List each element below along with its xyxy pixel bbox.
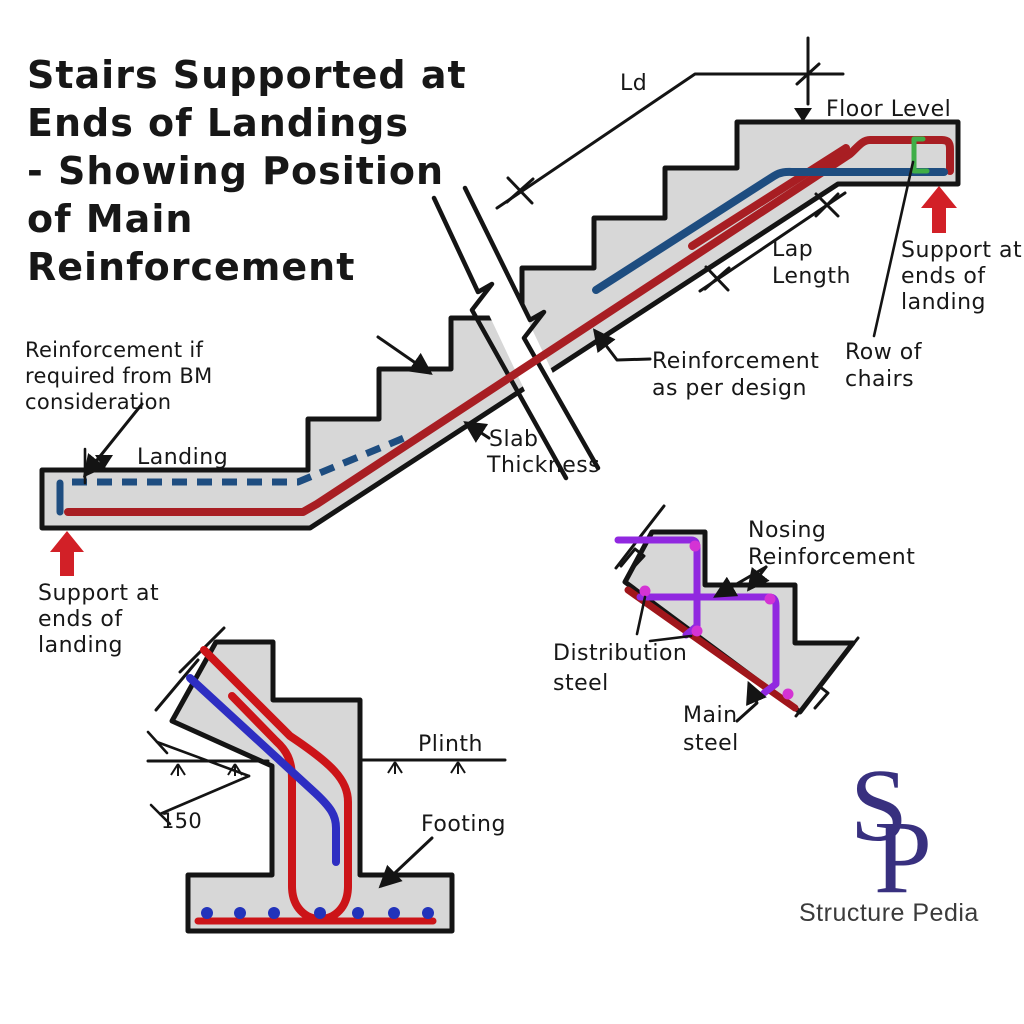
footing-distribution-dots (201, 907, 434, 919)
slab-thickness-label-2: Thickness (486, 453, 600, 478)
lap-cross-mark-2 (814, 192, 840, 218)
title-line-4: of Main (27, 197, 193, 241)
main-stair-section: Ld Floor Level Lap Length Slab Thickness… (25, 36, 1022, 658)
plinth-label: Plinth (418, 732, 483, 757)
bm-reinforcement-label-2: required from BM (25, 364, 213, 388)
ld-cross-mark (505, 176, 535, 205)
top-bar-blue (592, 167, 948, 294)
bm-bar-blue-dashed (72, 434, 406, 486)
main-steel-leader (735, 680, 767, 723)
logo-letter-s: S (850, 748, 908, 863)
nosing-detail: Nosing Reinforcement Distribution steel … (553, 504, 915, 756)
support-arrow-right (921, 186, 957, 233)
chair-bar-green (911, 136, 930, 174)
distribution-steel-dots (639, 540, 794, 700)
nosing-cut-zigzag-topleft (619, 547, 646, 572)
distribution-leader-1 (635, 595, 647, 636)
lap-cross-mark-1 (703, 265, 731, 292)
support-left-label-3: landing (38, 633, 123, 658)
footing-detail: Plinth 150 Footing (146, 626, 507, 934)
row-of-chairs-label-1: Row of (845, 340, 923, 365)
support-left-label-2: ends of (38, 607, 123, 632)
break-line-right (462, 185, 601, 471)
dim-150-label: 150 (161, 809, 202, 833)
bm-reinforcement-leader (82, 402, 144, 478)
ld-tick (795, 62, 821, 86)
title-line-5: Reinforcement (27, 245, 355, 289)
footing-leader (378, 836, 434, 889)
slab-thickness-label-1: Slab (489, 427, 539, 452)
ld-dimension-line (495, 72, 845, 210)
dim-150-line-1 (155, 740, 251, 778)
main-steel-label-1: Main (683, 703, 738, 728)
flight-break-gap (434, 188, 598, 478)
ground-hatch-marks (170, 761, 466, 776)
break-line-left (431, 195, 569, 481)
dim-150-tick-2 (149, 803, 172, 826)
title-block: Stairs Supported at Ends of Landings - S… (27, 53, 467, 289)
footing-bar-blue (186, 674, 340, 866)
bm-reinforcement-label-1: Reinforcement if (25, 338, 204, 362)
logo-brand-name: Structure Pedia (799, 899, 979, 927)
distribution-label-1: Distribution (553, 641, 687, 666)
floor-level-marker (794, 108, 812, 122)
dim-150-line-2 (158, 774, 251, 816)
distribution-label-2: steel (553, 671, 609, 696)
logo-letter-p: P (874, 800, 932, 915)
nosing-leader-2 (746, 565, 770, 592)
title-line-1: Stairs Supported at (27, 53, 467, 97)
distribution-leader-2 (648, 634, 693, 643)
title-line-3: - Showing Position (27, 149, 444, 193)
reinforcement-design-label-1: Reinforcement (652, 349, 819, 374)
lap-length-label-2: Length (772, 264, 851, 289)
nosing-cut-zigzag-bottomright (804, 684, 830, 710)
title-line-2: Ends of Landings (27, 101, 409, 145)
support-right-label-1: Support at (901, 238, 1022, 263)
reinforcement-design-leader (592, 328, 652, 362)
dim-150-tick-1 (146, 730, 169, 755)
support-arrow-left (50, 531, 84, 576)
nosing-label-1: Nosing (748, 518, 826, 543)
slab-thickness-leader (463, 421, 491, 443)
support-right-label-3: landing (901, 290, 986, 315)
landing-label: Landing (137, 445, 228, 470)
floor-level-label: Floor Level (826, 97, 951, 122)
main-steel-label-2: steel (683, 731, 739, 756)
ld-label: Ld (620, 71, 647, 96)
nosing-label-2: Reinforcement (748, 545, 915, 570)
thickness-arrow-top (376, 335, 433, 375)
lap-length-label-1: Lap (772, 237, 813, 262)
main-bar-red (64, 136, 954, 516)
lap-bar-red (688, 144, 850, 250)
row-of-chairs-label-2: chairs (845, 367, 914, 392)
structure-pedia-logo: S P Structure Pedia (799, 748, 979, 927)
footing-cut-mark-1 (154, 658, 200, 712)
support-left-label-1: Support at (38, 581, 159, 606)
reinforcement-design-label-2: as per design (652, 376, 807, 401)
support-right-label-2: ends of (901, 264, 986, 289)
bm-reinforcement-label-3: consideration (25, 390, 171, 414)
row-of-chairs-leader (872, 160, 915, 338)
footing-label: Footing (421, 812, 506, 837)
